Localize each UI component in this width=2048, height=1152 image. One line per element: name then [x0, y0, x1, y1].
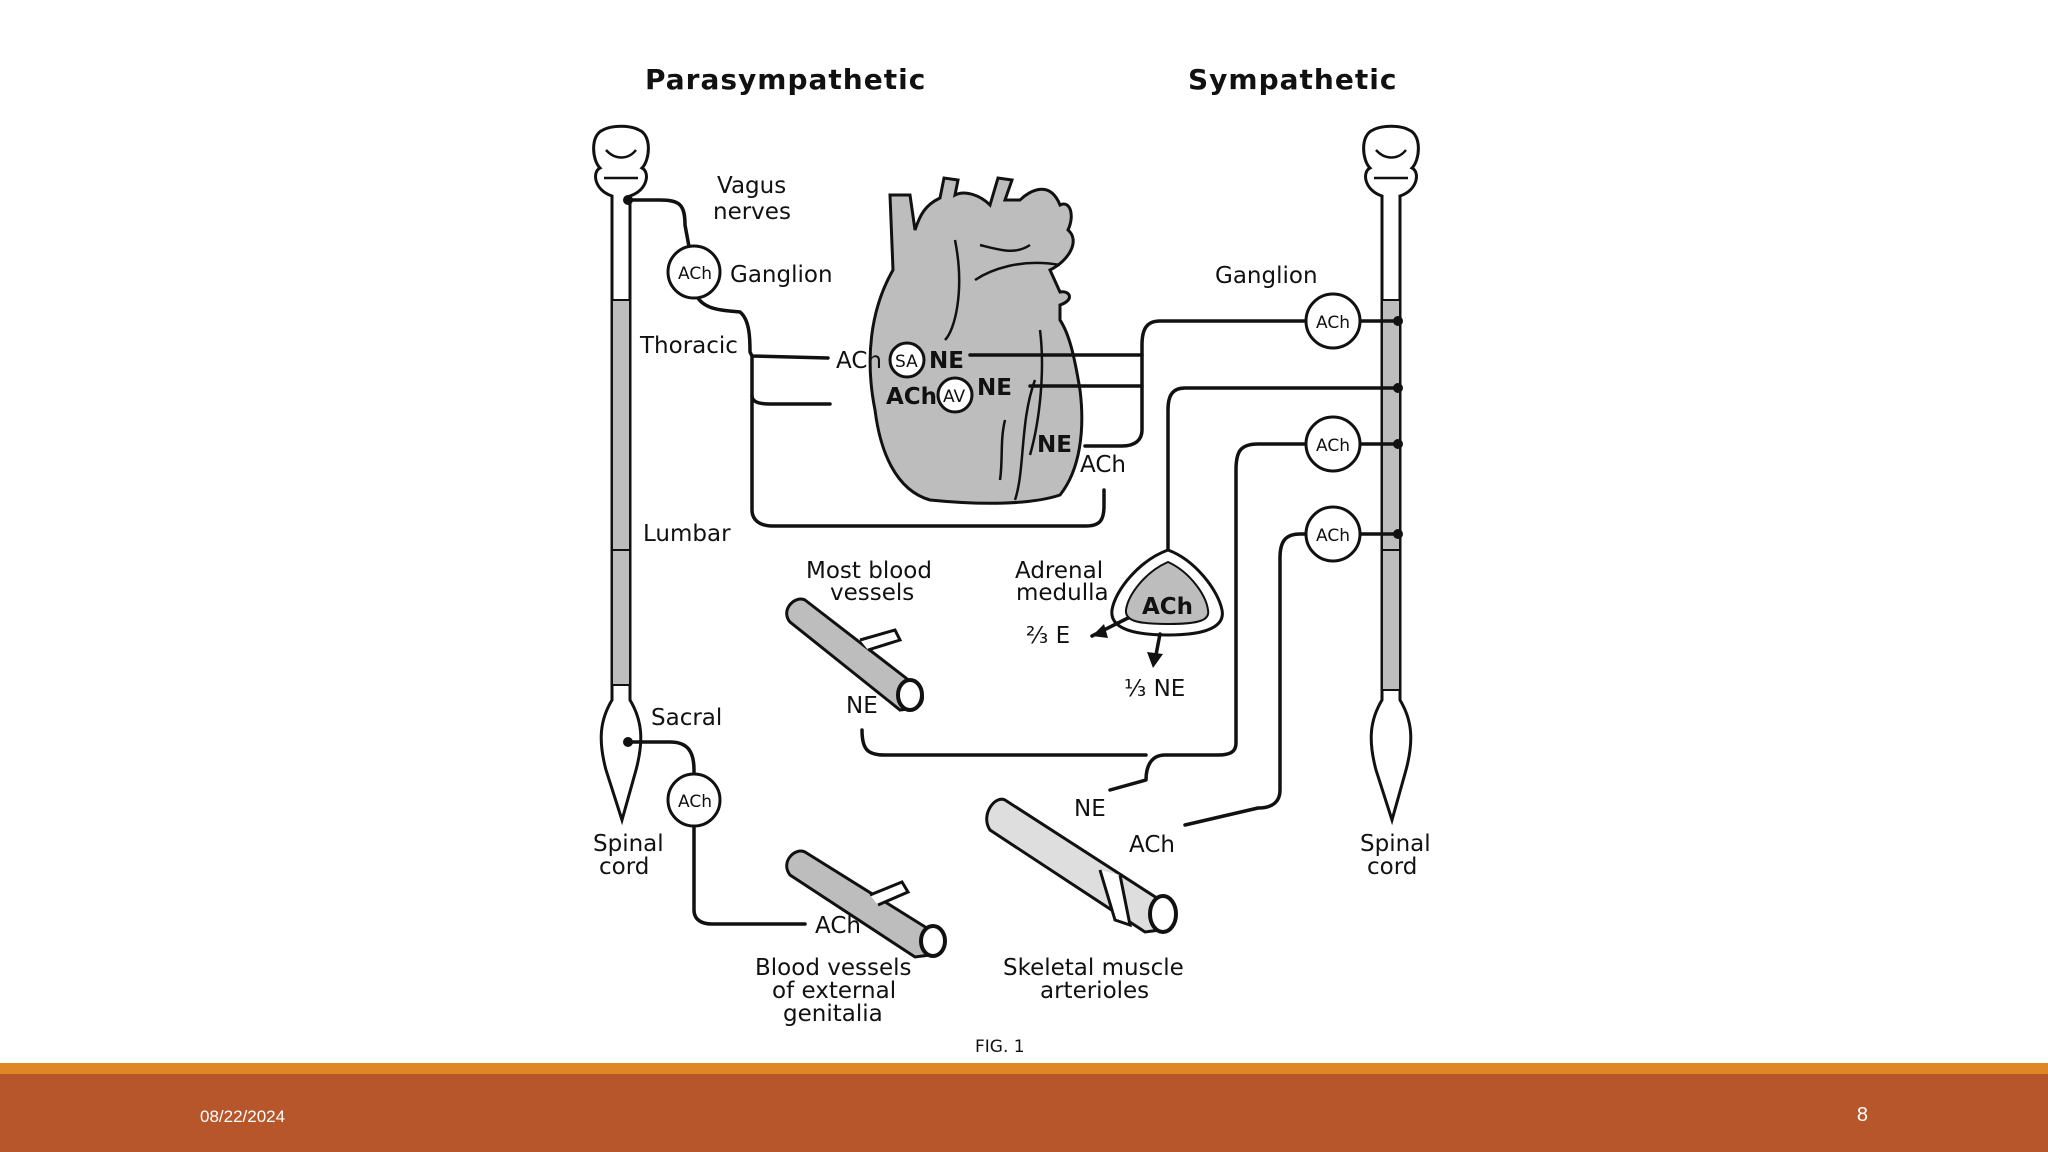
label-blood-vessels: Blood vessels	[755, 955, 911, 981]
page-number: 8	[1856, 1104, 1868, 1126]
sympathetic-ganglion-3: ACh	[1304, 505, 1362, 563]
sa-node	[888, 341, 926, 379]
label-thoracic: Thoracic	[639, 333, 738, 359]
label-vessels: vessels	[830, 580, 914, 606]
ach-av: ACh	[886, 384, 937, 410]
ach-genitalia: ACh	[815, 913, 861, 939]
label-lumbar: Lumbar	[643, 521, 731, 547]
label-sacral: Sacral	[651, 705, 722, 731]
footer-bar	[0, 1074, 2048, 1152]
av-label: AV	[943, 387, 966, 407]
label-vagus: Vagus	[717, 173, 786, 199]
label-adrenal: Adrenal	[1015, 558, 1103, 584]
ne-sa: NE	[929, 348, 964, 374]
label-spinal-left: Spinal	[593, 831, 664, 857]
label-of-external: of external	[772, 978, 896, 1004]
sympathetic-ganglion-1: ACh	[1304, 292, 1362, 350]
right-spinal-cord	[1362, 124, 1420, 826]
label-spinal-right: Spinal	[1360, 831, 1431, 857]
svg-text:ACh: ACh	[1316, 436, 1350, 456]
header-parasympathetic: Parasympathetic	[645, 63, 926, 96]
svg-text:ACh: ACh	[678, 264, 712, 284]
ach-sa: ACh	[836, 348, 882, 374]
label-cord-right: cord	[1367, 854, 1417, 880]
figure-caption: FIG. 1	[975, 1037, 1025, 1057]
header-sympathetic: Sympathetic	[1188, 63, 1397, 96]
left-spinal-cord	[592, 124, 650, 826]
ne-skeletal: NE	[1074, 796, 1106, 822]
genitalia-blood-vessels-icon	[785, 849, 947, 959]
parasympathetic-ganglion-sacral: ACh	[666, 772, 722, 828]
label-most-blood: Most blood	[806, 558, 932, 584]
label-cord-left: cord	[599, 854, 649, 880]
svg-text:ACh: ACh	[678, 792, 712, 812]
adrenal-medulla-icon: ACh	[1090, 548, 1224, 668]
adrenal-epinephrine: ²⁄₃ E	[1026, 623, 1070, 649]
heart-icon	[868, 176, 1084, 505]
ne-most-vessels: NE	[846, 693, 878, 719]
ne-av: NE	[977, 375, 1012, 401]
parasympathetic-ganglion-vagus: ACh	[666, 244, 722, 300]
svg-text:ACh: ACh	[1316, 526, 1350, 546]
ach-ventricle: ACh	[1080, 452, 1126, 478]
label-nerves: nerves	[713, 199, 791, 225]
label-arterioles: arterioles	[1040, 978, 1149, 1004]
sa-label: SA	[895, 352, 918, 372]
footer-accent-stripe	[0, 1063, 2048, 1074]
label-ganglion-left: Ganglion	[730, 262, 833, 288]
label-skeletal-muscle: Skeletal muscle	[1003, 955, 1184, 981]
most-blood-vessels-icon	[785, 597, 924, 712]
sympathetic-pathways	[623, 195, 1403, 827]
sympathetic-ganglion-2: ACh	[1304, 415, 1362, 473]
footer-date: 08/22/2024	[200, 1107, 286, 1126]
av-node	[936, 376, 974, 414]
adrenal-norepinephrine: ¹⁄₃ NE	[1124, 676, 1185, 702]
svg-text:ACh: ACh	[1142, 594, 1193, 620]
svg-text:ACh: ACh	[1316, 313, 1350, 333]
parasympathetic-pathways	[626, 198, 1106, 926]
ach-skeletal: ACh	[1129, 832, 1175, 858]
label-ganglion-right: Ganglion	[1215, 263, 1318, 289]
ne-ventricle: NE	[1037, 432, 1072, 458]
label-medulla: medulla	[1016, 580, 1109, 606]
label-genitalia: genitalia	[783, 1001, 883, 1027]
skeletal-muscle-arterioles-icon	[985, 797, 1178, 934]
